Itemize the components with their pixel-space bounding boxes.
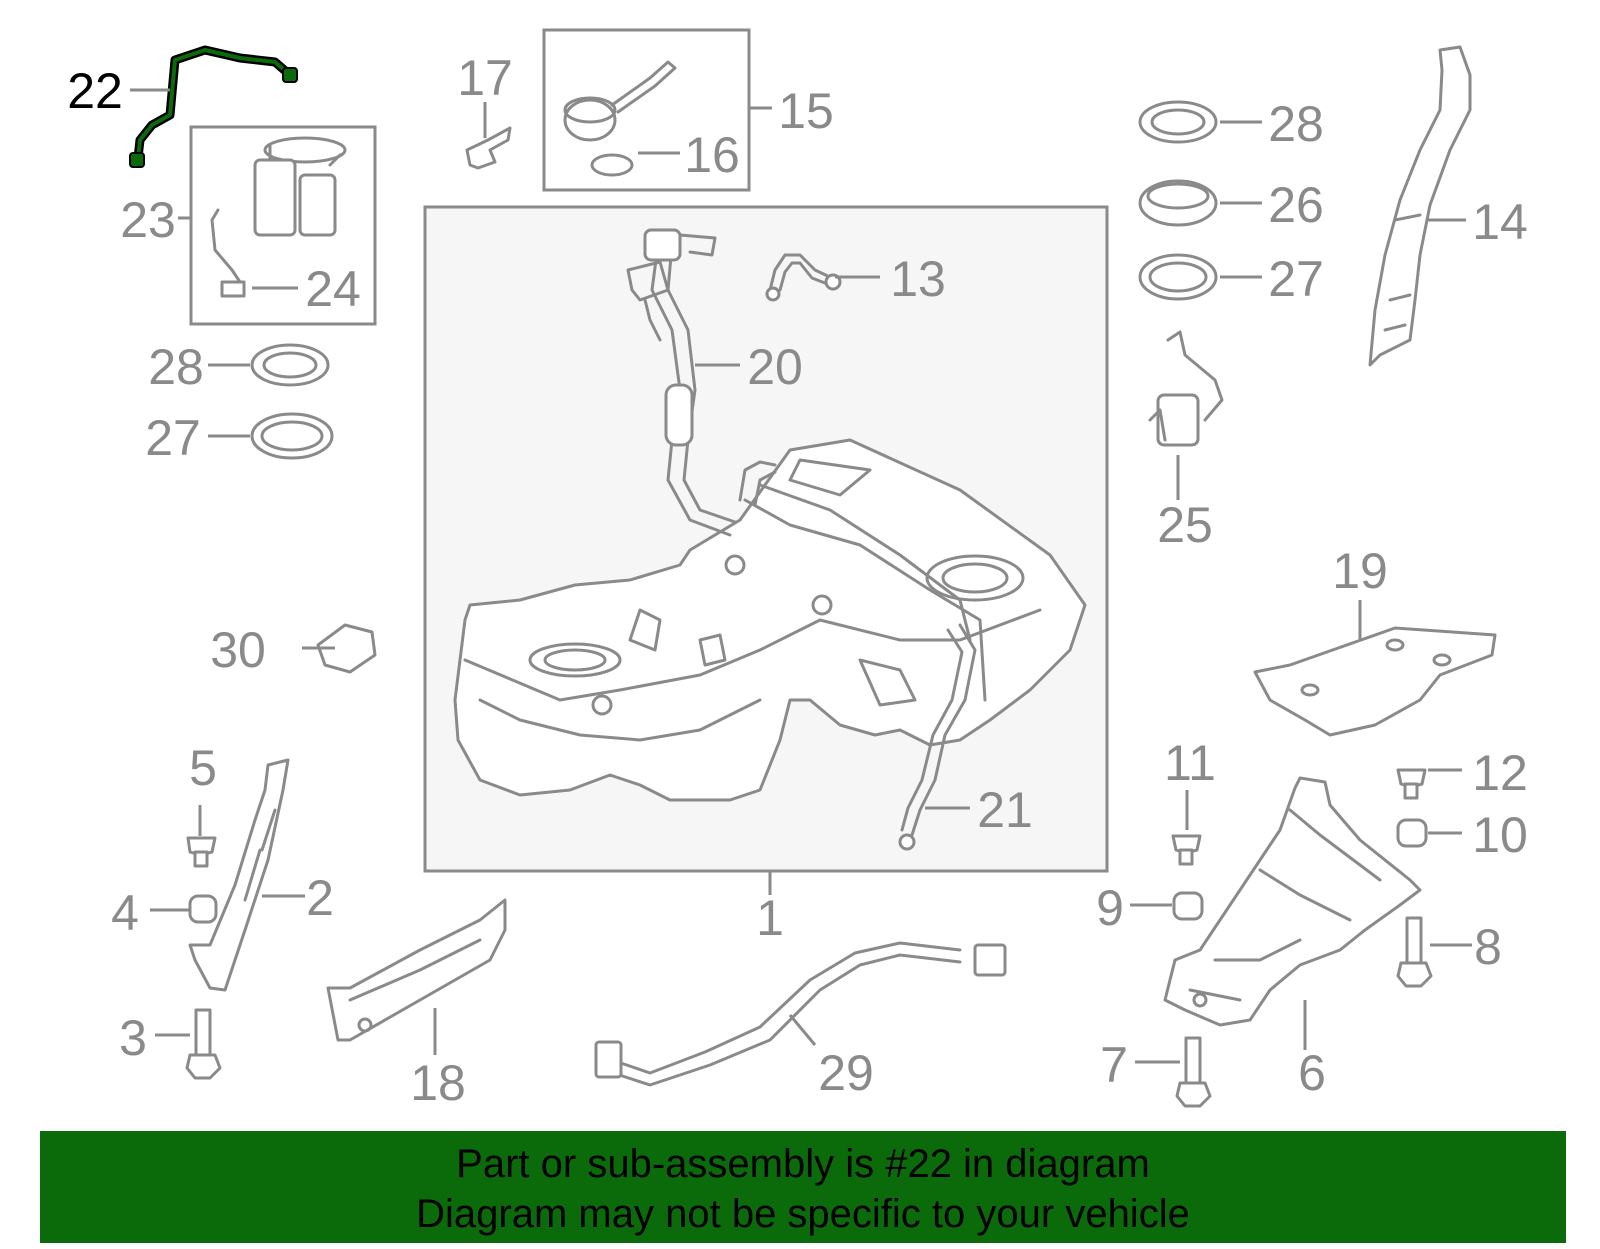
callout-1: 1 bbox=[756, 890, 784, 946]
callout-23: 23 bbox=[120, 192, 176, 248]
lock-ring-left[interactable] bbox=[250, 343, 330, 387]
callout-3: 3 bbox=[119, 1010, 147, 1066]
callout-18: 18 bbox=[410, 1055, 466, 1111]
fuel-line-small[interactable] bbox=[765, 253, 842, 302]
bracket[interactable] bbox=[316, 623, 377, 674]
bolt-8[interactable] bbox=[1396, 916, 1433, 988]
callout-27-right: 27 bbox=[1268, 251, 1324, 307]
callout-28-right: 28 bbox=[1268, 96, 1324, 152]
spacer-4[interactable] bbox=[188, 894, 218, 924]
level-sender[interactable] bbox=[1148, 330, 1224, 447]
callout-5: 5 bbox=[189, 740, 217, 796]
callout-27-left: 27 bbox=[145, 410, 201, 466]
callout-9: 9 bbox=[1096, 880, 1124, 936]
callout-26: 26 bbox=[1268, 177, 1324, 233]
heat-shield-upper[interactable] bbox=[1253, 626, 1497, 737]
filler-cap[interactable] bbox=[563, 60, 677, 142]
leader-lines bbox=[130, 88, 1472, 1064]
tank-strap-left[interactable] bbox=[188, 758, 290, 992]
seal-ring-right[interactable] bbox=[1138, 179, 1218, 227]
banner-line-1: Part or sub-assembly is #22 in diagram bbox=[456, 1142, 1150, 1186]
callout-15: 15 bbox=[778, 83, 834, 139]
highlighted-fuel-line[interactable] bbox=[129, 45, 298, 168]
cap-seal[interactable] bbox=[590, 153, 634, 177]
spacer-10[interactable] bbox=[1396, 818, 1428, 848]
callout-17: 17 bbox=[457, 50, 513, 106]
callout-6: 6 bbox=[1298, 1045, 1326, 1101]
vent-hose[interactable] bbox=[898, 623, 977, 851]
gasket-left[interactable] bbox=[250, 412, 334, 460]
callout-24: 24 bbox=[305, 261, 361, 317]
callout-7: 7 bbox=[1100, 1037, 1128, 1093]
spacer-9[interactable] bbox=[1172, 891, 1204, 921]
callout-4: 4 bbox=[111, 885, 139, 941]
callout-16: 16 bbox=[684, 127, 740, 183]
callout-28-left: 28 bbox=[148, 339, 204, 395]
callout-11: 11 bbox=[1164, 735, 1216, 791]
callout-21: 21 bbox=[977, 782, 1033, 838]
fuel-pump-module[interactable] bbox=[253, 136, 347, 237]
nut-11[interactable] bbox=[1171, 834, 1202, 866]
callout-20: 20 bbox=[747, 339, 803, 395]
bolt-3[interactable] bbox=[185, 1008, 222, 1080]
wiring-harness[interactable] bbox=[594, 941, 1007, 1087]
bolt-7[interactable] bbox=[1175, 1036, 1212, 1108]
callout-8: 8 bbox=[1474, 919, 1502, 975]
callout-19: 19 bbox=[1332, 543, 1388, 599]
fuel-tank[interactable] bbox=[453, 438, 1087, 802]
callout-14: 14 bbox=[1472, 194, 1528, 250]
banner-line-2: Diagram may not be specific to your vehi… bbox=[416, 1192, 1190, 1236]
pump-wiring[interactable] bbox=[210, 208, 246, 298]
lock-ring-right[interactable] bbox=[1138, 100, 1218, 144]
clip[interactable] bbox=[465, 126, 512, 170]
filler-pipe[interactable] bbox=[626, 228, 777, 537]
callout-30: 30 bbox=[210, 622, 266, 678]
callout-13: 13 bbox=[890, 251, 946, 307]
heat-shield-lower[interactable] bbox=[1163, 776, 1422, 1027]
filler-neck-shield[interactable] bbox=[1368, 45, 1472, 367]
tank-strap-lower[interactable] bbox=[326, 898, 507, 1042]
callout-12: 12 bbox=[1472, 745, 1528, 801]
callout-2: 2 bbox=[306, 870, 334, 926]
nut-5[interactable] bbox=[186, 836, 217, 868]
callout-22: 22 bbox=[67, 63, 123, 119]
info-banner: Part or sub-assembly is #22 in diagram D… bbox=[40, 1131, 1566, 1243]
callout-25: 25 bbox=[1157, 497, 1213, 553]
nut-12[interactable] bbox=[1396, 768, 1427, 800]
callout-29: 29 bbox=[818, 1045, 874, 1101]
callout-10: 10 bbox=[1472, 807, 1528, 863]
gasket-right[interactable] bbox=[1138, 253, 1218, 301]
